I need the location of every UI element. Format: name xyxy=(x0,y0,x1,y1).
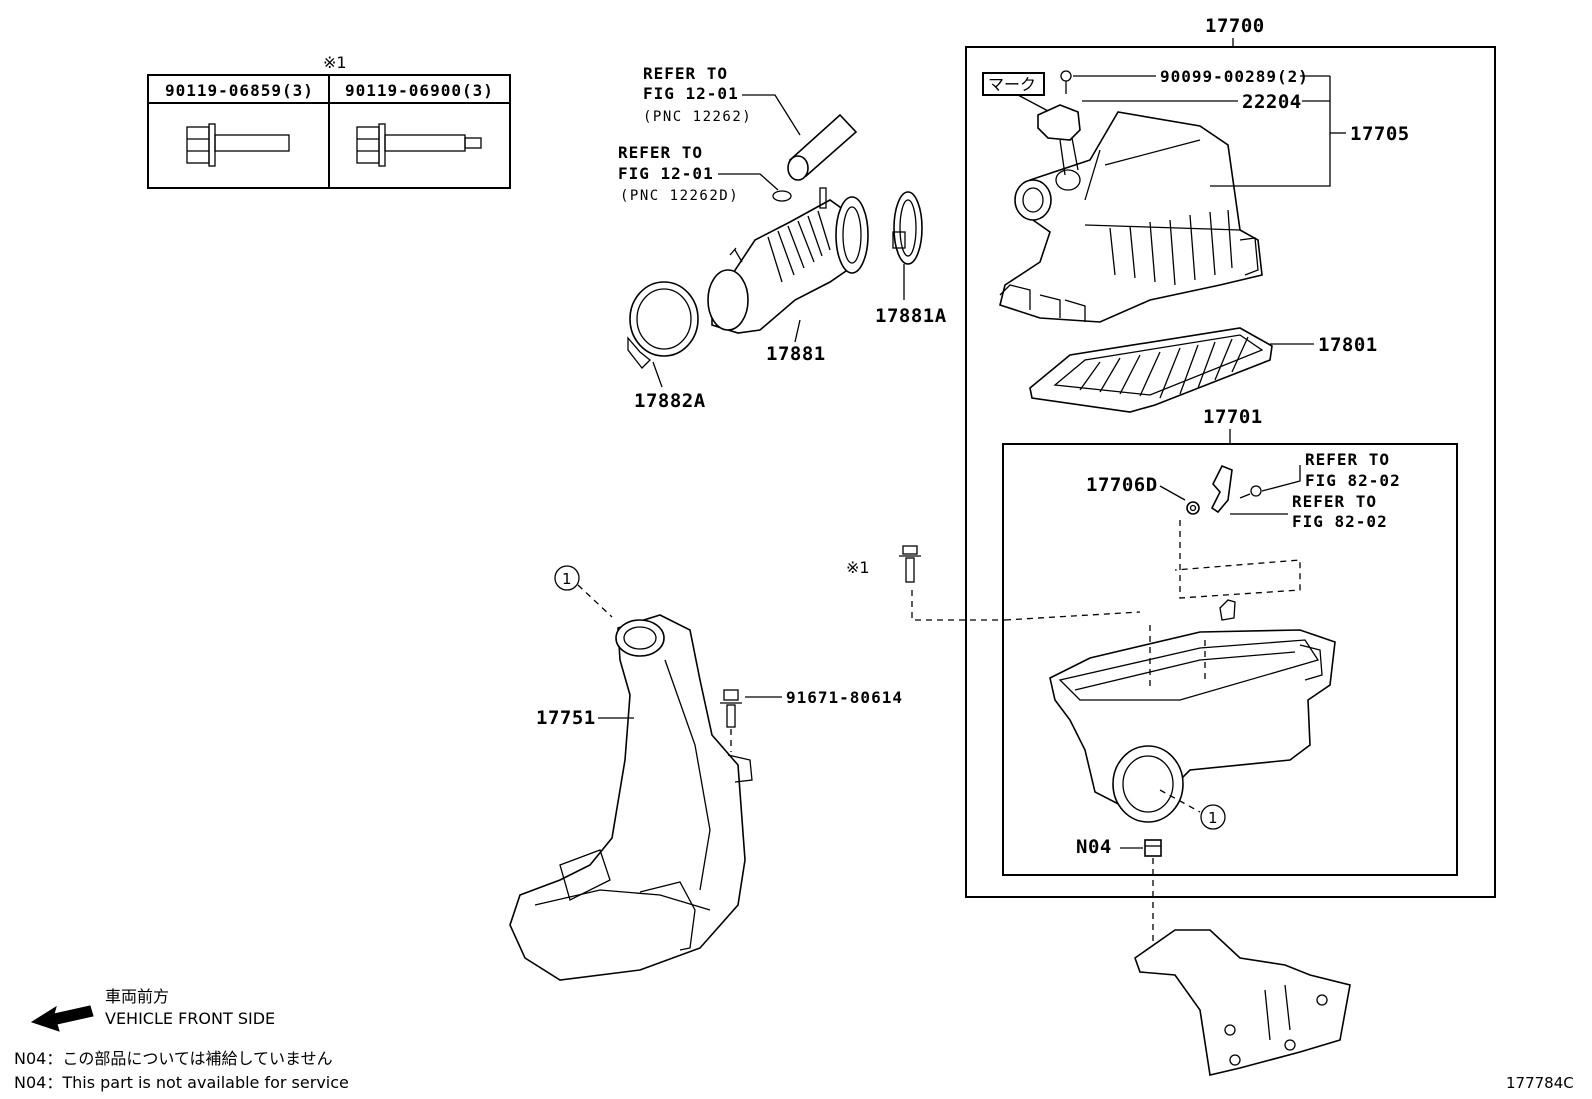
table-col2-header: 90119-06900(3) xyxy=(345,81,494,100)
label-17706d: 17706D xyxy=(1086,474,1158,496)
svg-text:FIG 12-01: FIG 12-01 xyxy=(618,164,714,183)
vehicle-front-legend: 車両前方 VEHICLE FRONT SIDE xyxy=(30,987,275,1032)
bolt-ref-icon xyxy=(1239,485,1262,499)
label-17701: 17701 xyxy=(1203,406,1263,428)
clamp-17881a xyxy=(892,191,923,265)
svg-text:REFER TO: REFER TO xyxy=(643,64,728,83)
air-inlet-duct-17751 xyxy=(509,614,753,981)
label-90099-00289: 90099-00289(2) xyxy=(1160,67,1309,86)
mark-box-text: マーク xyxy=(988,75,1036,94)
mass-air-flow-sensor-22204: マーク xyxy=(982,72,1081,176)
ref-fig-82-02-b-line2: FIG 82-02 xyxy=(1292,512,1388,531)
vehicle-front-en: VEHICLE FRONT SIDE xyxy=(105,1009,275,1028)
mounting-bracket xyxy=(1134,929,1351,1076)
air-cleaner-case-17705 xyxy=(999,111,1263,323)
stud-bolt-icon xyxy=(356,123,482,167)
arrow-left-icon xyxy=(30,1005,94,1032)
label-17801: 17801 xyxy=(1318,334,1378,356)
label-17881: 17881 xyxy=(766,343,826,365)
screw-90099-icon xyxy=(1060,70,1072,94)
label-n04: N04 xyxy=(1076,836,1112,858)
svg-text:1: 1 xyxy=(1208,809,1218,827)
air-filter-element-17801 xyxy=(1029,327,1273,413)
label-91671-80614: 91671-80614 xyxy=(786,688,903,707)
svg-text:(PNC 12262D): (PNC 12262D) xyxy=(620,188,739,204)
note-n04-jp: N04：この部品については補給していません xyxy=(14,1049,333,1068)
flange-bolt-icon xyxy=(186,123,290,167)
label-17700: 17700 xyxy=(1205,15,1265,37)
note-n04-en: N04：This part is not available for servi… xyxy=(14,1073,349,1092)
assembly-17701-frame: 17701 xyxy=(1002,406,1458,876)
ref-fig-12-01-b: REFER TO FIG 12-01 (PNC 12262D) xyxy=(618,143,739,204)
label-17705: 17705 xyxy=(1350,123,1410,145)
ref-fig-82-02-line1: REFER TO xyxy=(1305,450,1390,469)
grommet-n04 xyxy=(1144,839,1162,857)
svg-text:1: 1 xyxy=(562,570,572,588)
vehicle-front-jp: 車両前方 xyxy=(105,987,169,1006)
ref-fig-82-02-b-line1: REFER TO xyxy=(1292,492,1377,511)
label-17881a: 17881A xyxy=(875,305,947,327)
air-cleaner-lower-case xyxy=(1049,599,1336,823)
label-17751: 17751 xyxy=(536,707,596,729)
table-col1-header: 90119-06859(3) xyxy=(165,81,314,100)
table-mark: ※1 xyxy=(323,53,347,72)
figure-id: 177784C xyxy=(1506,1074,1574,1092)
assembly-17700-frame: 17700 xyxy=(965,15,1496,898)
intake-hose-17881 xyxy=(707,187,869,334)
reference-circle-1-lower: 1 xyxy=(1200,804,1226,830)
svg-text:FIG 12-01: FIG 12-01 xyxy=(643,84,739,103)
ref-fig-12-01-a: REFER TO FIG 12-01 (PNC 12262) xyxy=(643,64,752,125)
label-22204: 22204 xyxy=(1242,91,1302,113)
ref-mark-1: ※1 xyxy=(846,558,870,577)
label-17882a: 17882A xyxy=(634,390,706,412)
bolt-91671-icon xyxy=(720,689,742,728)
ref-fig-82-02-line2: FIG 82-02 xyxy=(1305,471,1401,490)
fastener-table: ※1 90119-06859(3) 90119-06900(3) xyxy=(147,53,511,189)
svg-text:REFER TO: REFER TO xyxy=(618,143,703,162)
svg-text:(PNC 12262): (PNC 12262) xyxy=(643,109,752,125)
bracket-17706d xyxy=(1186,464,1233,515)
bolt-ref1-icon xyxy=(899,545,921,583)
clamp-17882a xyxy=(627,281,699,369)
reference-circle-1-upper: 1 xyxy=(554,565,580,591)
